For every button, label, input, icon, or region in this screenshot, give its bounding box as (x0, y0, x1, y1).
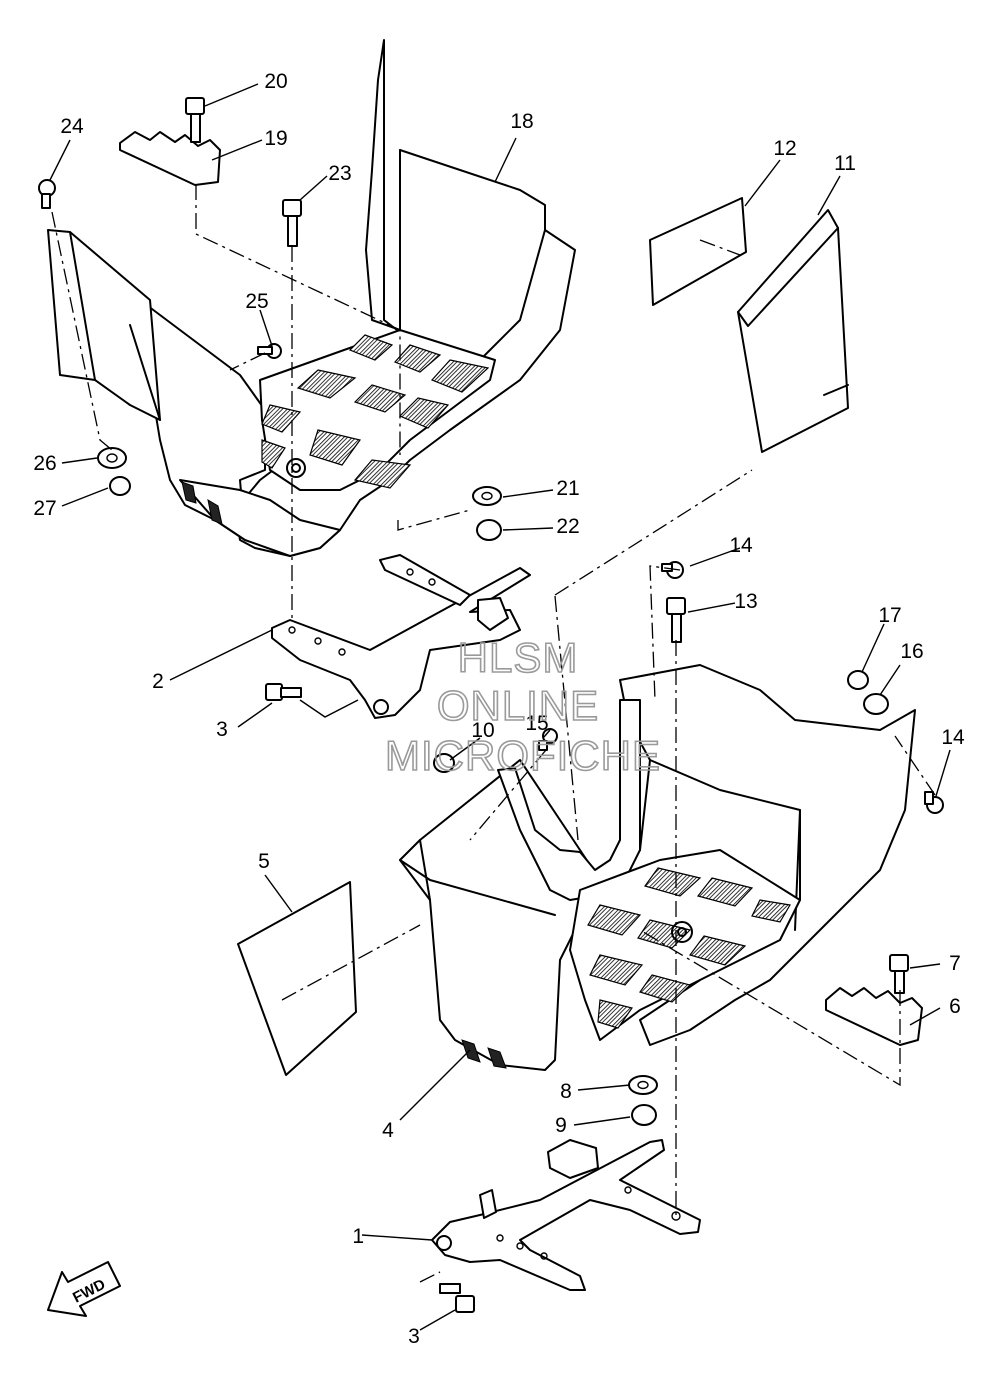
upper-bracket-frame (271, 554, 531, 719)
label-2: 2 (152, 670, 164, 693)
label-4: 4 (382, 1119, 394, 1142)
label-25: 25 (245, 290, 268, 313)
label-3-upper: 3 (216, 718, 228, 741)
callout-leaders (49, 83, 951, 1331)
lower-tread-pads (587, 867, 791, 1029)
label-17: 17 (878, 604, 901, 627)
small-parts (38, 97, 944, 1313)
label-26: 26 (33, 452, 56, 475)
label-7: 7 (949, 952, 961, 975)
assembly-lines (51, 184, 936, 1283)
label-10: 10 (471, 719, 494, 742)
label-1: 1 (352, 1225, 364, 1248)
upper-footrest-guard (47, 39, 576, 557)
upper-tread-pads (261, 334, 490, 489)
label-18: 18 (510, 110, 533, 133)
label-13: 13 (734, 590, 757, 613)
watermark-line-1: HLSM (458, 634, 579, 681)
label-12: 12 (773, 137, 796, 160)
label-15: 15 (525, 712, 548, 735)
label-3-lower: 3 (408, 1325, 420, 1348)
label-14-top: 14 (729, 534, 753, 557)
label-23: 23 (328, 162, 351, 185)
watermark-line-2: ONLINE (437, 682, 599, 729)
label-6: 6 (949, 995, 961, 1018)
label-21: 21 (556, 477, 579, 500)
lower-footrest-guard (399, 664, 916, 1071)
label-11: 11 (834, 152, 856, 175)
label-14-right: 14 (941, 726, 965, 749)
fwd-arrow-icon: FWD (47, 1261, 121, 1317)
label-8: 8 (560, 1080, 572, 1103)
watermark-line-3: MICROFICHE (385, 732, 661, 779)
part-number-labels: 1 2 3 3 4 5 6 7 8 9 10 11 12 13 14 14 15… (33, 70, 965, 1348)
label-24: 24 (60, 115, 84, 138)
label-22: 22 (556, 515, 579, 538)
label-20: 20 (264, 70, 287, 93)
lower-bracket-frame (431, 1139, 701, 1291)
label-16: 16 (900, 640, 923, 663)
label-19: 19 (264, 127, 287, 150)
label-9: 9 (555, 1114, 567, 1137)
label-5: 5 (258, 850, 270, 873)
watermark: HLSM ONLINE MICROFICHE (384, 633, 661, 780)
label-27: 27 (33, 497, 56, 520)
